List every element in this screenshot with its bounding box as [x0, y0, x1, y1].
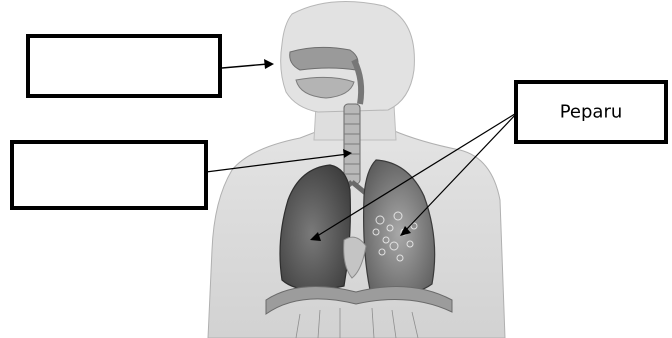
label-box-trachea[interactable]: [10, 140, 208, 210]
leader-line-nasal: [222, 64, 268, 68]
nasal-cavity: [290, 47, 358, 70]
arrowhead-nasal: [264, 59, 274, 69]
label-text-lungs: Peparu: [518, 102, 664, 123]
label-box-lungs[interactable]: Peparu: [514, 80, 668, 144]
label-box-nasal-cavity[interactable]: [26, 34, 222, 98]
